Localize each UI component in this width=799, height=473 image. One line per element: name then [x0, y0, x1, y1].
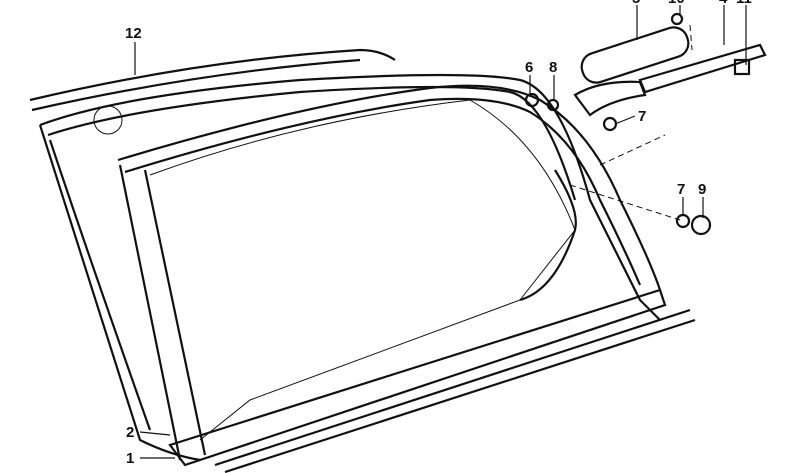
glass-pillar	[118, 164, 207, 461]
callout-11: 11	[736, 0, 752, 7]
part-11	[733, 58, 751, 76]
washer-8	[546, 98, 560, 112]
inner-seal	[519, 169, 577, 302]
assembly-lines	[569, 24, 693, 221]
molding-12	[29, 48, 396, 102]
callout-9: 9	[698, 181, 706, 198]
frame-left-edge	[38, 124, 201, 462]
callout-4: 4	[719, 0, 728, 7]
callout-2: 2	[126, 424, 134, 441]
callout-10: 10	[668, 0, 685, 7]
glass-pane	[149, 99, 576, 441]
glass-frame-top	[117, 84, 662, 291]
cap-9	[690, 214, 712, 236]
callout-1: 1	[126, 450, 134, 467]
callout-7a: 7	[638, 108, 646, 125]
frame-left-edge-2	[48, 139, 152, 431]
callout-6: 6	[525, 59, 533, 76]
callout-8: 8	[549, 59, 557, 76]
glass-frame-top-inner	[124, 97, 642, 286]
washer-7b	[675, 213, 691, 229]
callout-7b: 7	[677, 181, 685, 198]
molding-12-b	[31, 58, 361, 112]
clip-detail	[93, 105, 123, 135]
callout-12: 12	[125, 25, 142, 42]
window-seal-outer	[39, 73, 661, 321]
washer-7a	[602, 116, 618, 132]
hinge	[573, 80, 647, 117]
window-seal-inner	[47, 85, 577, 201]
bottom-seal-2	[214, 308, 696, 473]
screw-10	[670, 12, 684, 26]
bottom-seal-1	[168, 288, 667, 467]
screw-6	[524, 92, 540, 108]
part-5	[580, 26, 690, 84]
leader-lines	[134, 5, 747, 459]
callout-5: 5	[632, 0, 640, 7]
